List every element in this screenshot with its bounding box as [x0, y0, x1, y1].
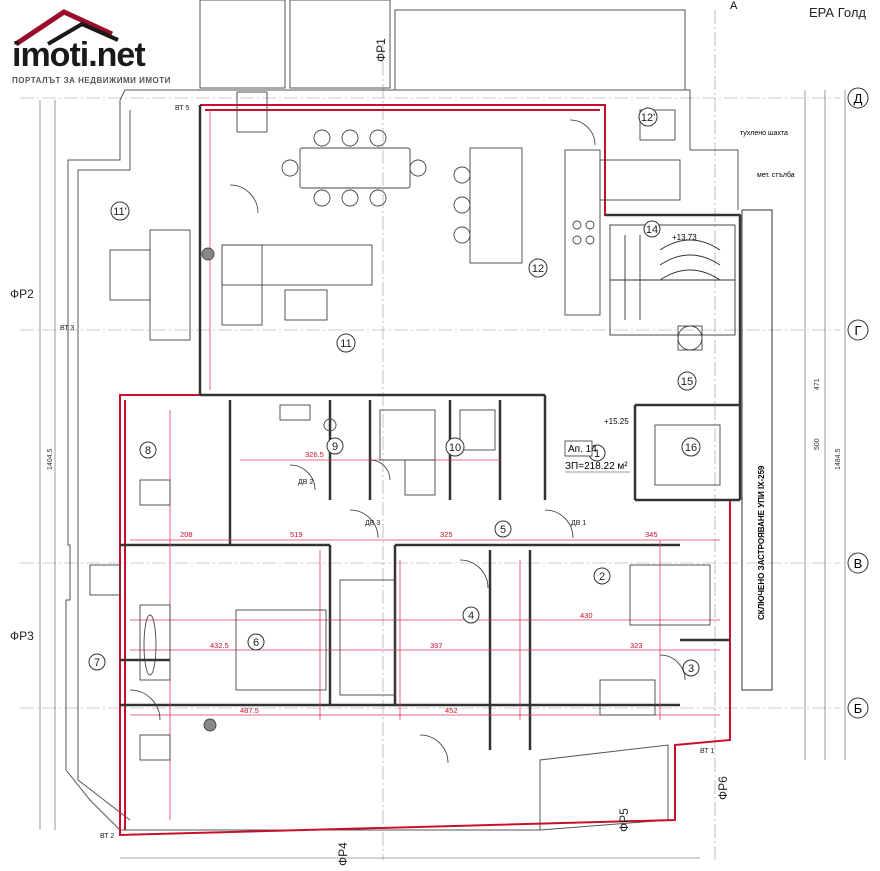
grid-label: Д — [854, 91, 863, 106]
section-mark: ФР3 — [10, 629, 34, 643]
room-number: 16 — [685, 442, 697, 454]
section-mark: ФР5 — [617, 808, 631, 832]
section-mark: ФР2 — [10, 287, 34, 301]
grid-label: А — [730, 0, 738, 12]
dim-label: 471 — [814, 378, 821, 390]
section-mark: ФР4 — [336, 842, 350, 866]
furniture — [89, 91, 721, 761]
house-roof-icon — [14, 9, 119, 47]
wall-tags: ВТ 5 ВТ 3 ВТ 1 ВТ 2 — [60, 105, 714, 840]
door-tag: ДВ 1 — [571, 520, 586, 527]
room-number: 15 — [681, 376, 693, 388]
room-number: 3 — [688, 663, 694, 675]
staircase — [609, 224, 736, 336]
side-dims — [39, 90, 846, 859]
room-number: 12 — [532, 263, 544, 275]
room-number: 10 — [449, 442, 461, 454]
wall-tag: ВТ 3 — [60, 325, 74, 332]
wall-tag: ВТ 2 — [100, 833, 114, 840]
grid-lines — [20, 10, 840, 860]
grid-label: В — [854, 556, 863, 571]
room-number: 5 — [500, 524, 506, 536]
wall-tag: ВТ 1 — [700, 748, 714, 755]
room-number: 8 — [145, 445, 151, 457]
dimension-labels: 208 519 325 397 432.5 323 430 345 452 32… — [180, 450, 658, 715]
grid-label: Г — [854, 323, 861, 338]
room-number: 6 — [253, 637, 259, 649]
dim-label: 519 — [290, 530, 303, 539]
level-mark: +13.73 — [672, 233, 697, 242]
apartment-number: Ап. 14 — [568, 444, 597, 455]
dim-label: 452 — [445, 706, 458, 715]
door-swings — [129, 119, 686, 764]
grid-bubbles: Д Г В Б А — [730, 0, 869, 719]
terrace-outline — [65, 0, 739, 831]
brand-tagline: ПОРТАЛЪТ ЗА НЕДВИЖИМИ ИМОТИ — [12, 76, 171, 85]
room-number: 1 — [594, 448, 600, 460]
room-number: 2 — [599, 571, 605, 583]
door-tags: ДВ 3 ДВ 2 ДВ 1 — [298, 479, 586, 527]
room-numbers: 1 2 3 4 5 6 7 8 9 10 11 11' 12 12' 14 15… — [88, 107, 701, 677]
door-tag: ДВ 3 — [365, 520, 380, 527]
dim-label: 397 — [430, 641, 443, 650]
plan-note: мет. стълба — [757, 171, 795, 179]
dim-label: 487.5 — [240, 706, 259, 715]
dim-label: 208 — [180, 530, 193, 539]
room-number: 7 — [94, 657, 100, 669]
dim-label: 430 — [580, 611, 593, 620]
room-number: 9 — [332, 441, 338, 453]
dim-label: 500 — [814, 438, 821, 450]
dimension-lines — [130, 110, 720, 820]
side-dim-labels: 1484.5 1404.5 471 500 — [47, 378, 842, 470]
dim-label: 326.5 — [305, 450, 324, 459]
room-number: 14 — [646, 224, 658, 236]
dim-label: 323 — [630, 641, 643, 650]
room-number: 4 — [468, 610, 474, 622]
neighbour-wall — [741, 209, 773, 691]
apartment-area: ЗП=218.22 м² — [565, 461, 628, 472]
dim-label: 1404.5 — [47, 448, 54, 470]
section-mark: ФР1 — [374, 38, 388, 62]
neighbour-note: СКЛЮЧЕНО ЗАСТРОЯВАНЕ УПИ IX-259 — [757, 465, 766, 620]
dim-label: 432.5 — [210, 641, 229, 650]
dim-label: 325 — [440, 530, 453, 539]
brand-logo: imoti.net ПОРТАЛЪТ ЗА НЕДВИЖИМИ ИМОТИ — [8, 8, 208, 88]
room-number: 12' — [641, 112, 655, 124]
dim-label: 345 — [645, 530, 658, 539]
dim-label: 1484.5 — [835, 448, 842, 470]
plan-note: тухлено шахта — [740, 130, 788, 137]
section-marks: ФР1 ФР2 ФР3 ФР4 ФР5 ФР6 — [10, 38, 730, 866]
apartment-label: Ап. 14 ЗП=218.22 м² — [564, 440, 630, 473]
wall-tag: ВТ 5 — [175, 105, 189, 112]
agency-name: ЕРА Голд — [808, 5, 866, 20]
room-number: 11' — [113, 206, 127, 218]
section-mark: ФР6 — [716, 776, 730, 800]
structure-walls — [120, 105, 742, 750]
level-mark: +15.25 — [604, 417, 629, 426]
room-number: 11 — [340, 338, 351, 350]
door-tag: ДВ 2 — [298, 479, 313, 486]
grid-label: Б — [854, 701, 863, 716]
brand-name: imoti.net — [12, 36, 146, 74]
